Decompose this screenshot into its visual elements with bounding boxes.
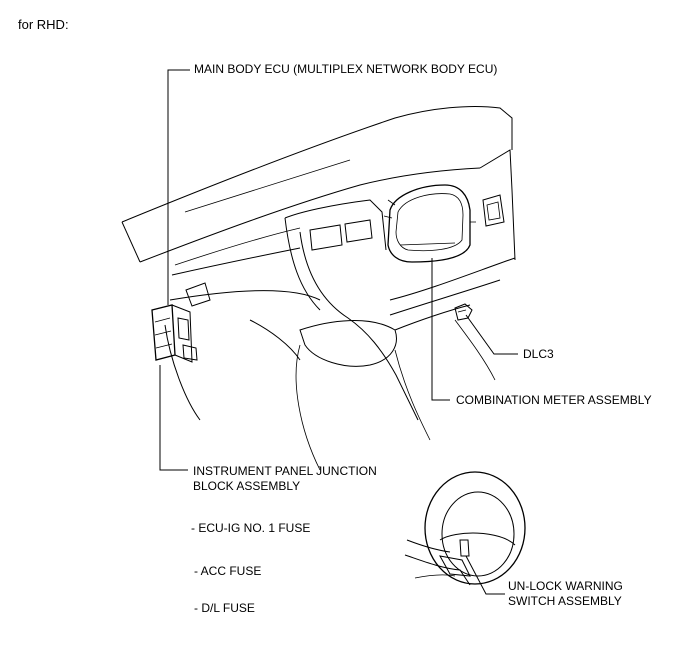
combination-meter-label: COMBINATION METER ASSEMBLY [456,393,652,407]
junction-block-label-line2: BLOCK ASSEMBLY [193,479,301,493]
steering-wheel-drawing [404,471,526,586]
dlc3-label: DLC3 [523,347,554,361]
unlock-switch-label-line1: UN-LOCK WARNING [508,579,623,593]
fuse-acc-label: - ACC FUSE [194,564,262,578]
combination-meter-drawing [383,184,476,263]
dashboard-outline [121,105,516,471]
fuse-dl-label: - D/L FUSE [194,601,255,615]
leader-lines [159,69,518,595]
junction-block-label-line1: INSTRUMENT PANEL JUNCTION [193,464,377,478]
fuse-ecu-ig-label: - ECU-IG NO. 1 FUSE [191,521,311,535]
unlock-switch-label-line2: SWITCH ASSEMBLY [508,594,622,608]
dlc3-connector-drawing [454,303,473,321]
page-heading: for RHD: [18,17,69,32]
main-body-ecu-label: MAIN BODY ECU (MULTIPLEX NETWORK BODY EC… [194,62,498,76]
junction-block-drawing [151,304,198,363]
